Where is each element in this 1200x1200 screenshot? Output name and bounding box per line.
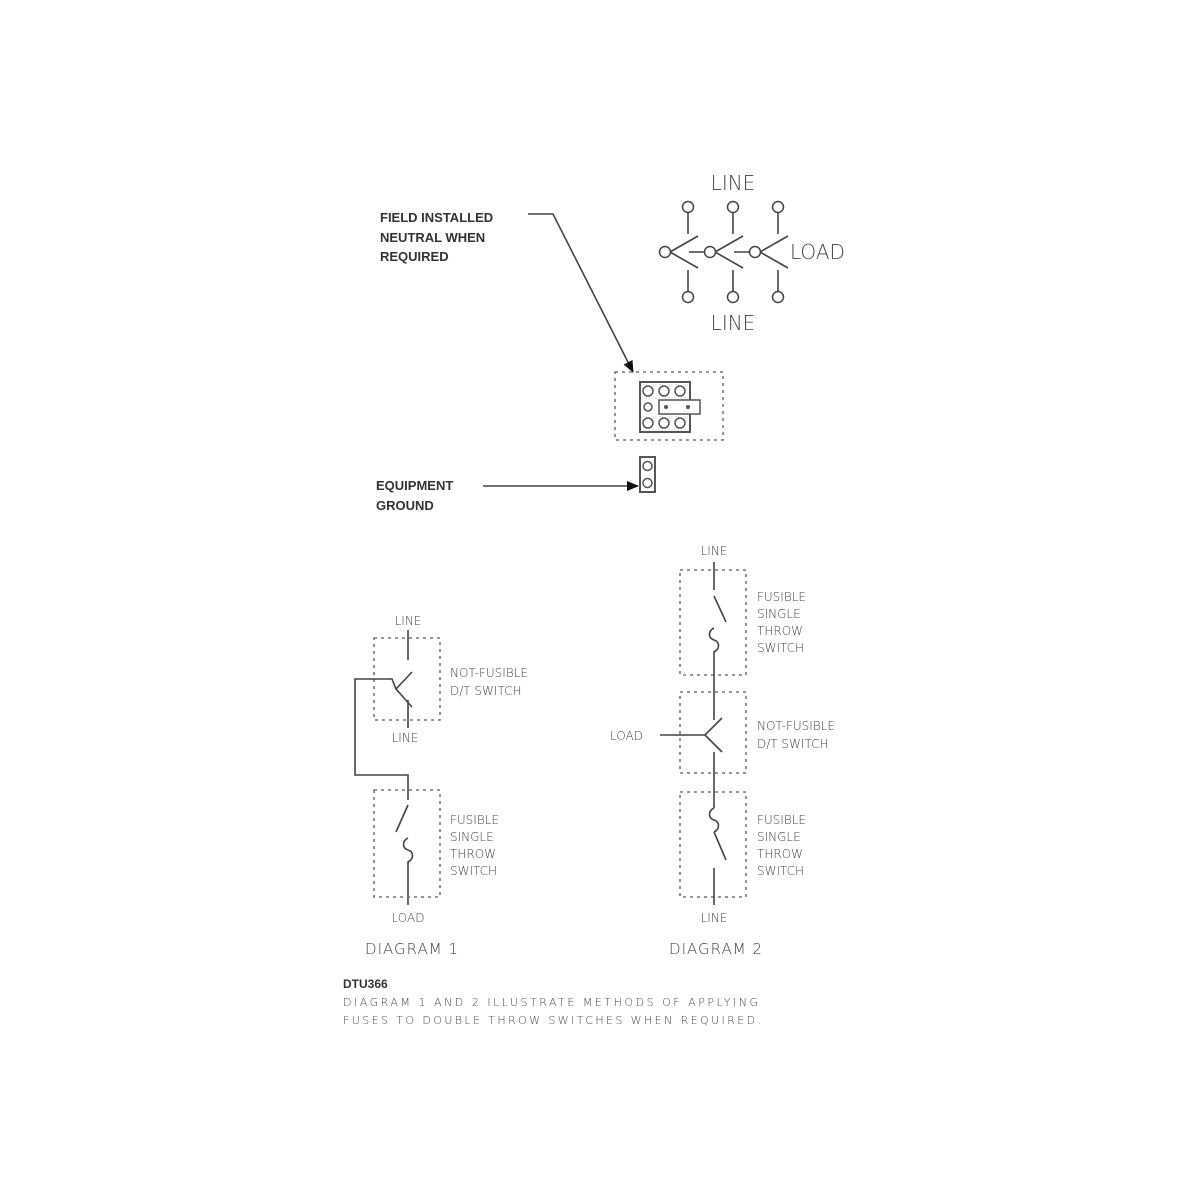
d2-line-bottom: LINE — [701, 911, 728, 925]
d2-fuse-label-bottom: SWITCH — [757, 864, 804, 878]
switch-poles — [658, 200, 789, 304]
three-pole-switch: LINE LINE LOAD — [658, 171, 845, 335]
caption-line: DIAGRAM 1 AND 2 ILLUSTRATE METHODS OF AP… — [343, 996, 758, 1009]
caption: DTU366 DIAGRAM 1 AND 2 ILLUSTRATE METHOD… — [343, 977, 761, 1027]
d2-fuse-label-top: FUSIBLE — [757, 590, 806, 604]
caption-line: FUSES TO DOUBLE THROW SWITCHES WHEN REQU… — [343, 1014, 761, 1027]
d2-fuse-label-bottom: SINGLE — [757, 830, 801, 844]
d2-dt-label: D/T SWITCH — [757, 737, 828, 751]
ground-label-line: GROUND — [376, 498, 434, 513]
neutral-callout: FIELD INSTALLED NEUTRAL WHEN REQUIRED — [380, 210, 634, 373]
neutral-label-line: REQUIRED — [380, 249, 449, 264]
ground-terminal-block — [639, 456, 656, 493]
diagram-2: LINE LOAD FUSIBLE SINGLE THROW SWITCH NO… — [610, 544, 835, 958]
d1-fuse-label: SWITCH — [450, 864, 497, 878]
neutral-terminal-block — [614, 371, 724, 441]
d1-line-mid: LINE — [392, 731, 419, 745]
d1-fuse-label: SINGLE — [450, 830, 494, 844]
d2-line-top: LINE — [701, 544, 728, 558]
d1-dt-label: NOT-FUSIBLE — [450, 666, 528, 680]
d2-fuse-label-bottom: FUSIBLE — [757, 813, 806, 827]
d1-fuse-label: THROW — [450, 847, 496, 861]
ground-callout: EQUIPMENT GROUND — [376, 478, 639, 513]
neutral-arrow — [528, 213, 634, 373]
d2-fuse-label-top: THROW — [757, 624, 803, 638]
neutral-label-line: FIELD INSTALLED — [380, 210, 493, 225]
neutral-label-line: NEUTRAL WHEN — [380, 230, 485, 245]
d2-load: LOAD — [610, 729, 643, 743]
d2-dt-label: NOT-FUSIBLE — [757, 719, 835, 733]
d2-fuse-label-top: SINGLE — [757, 607, 801, 621]
ground-label-line: EQUIPMENT — [376, 478, 453, 493]
d1-load: LOAD — [392, 911, 425, 925]
diagram-1: LINE LINE NOT-FUSIBLE D/T SWITCH FUSIBLE… — [354, 614, 528, 958]
d1-line-top: LINE — [395, 614, 422, 628]
d1-title: DIAGRAM 1 — [365, 940, 459, 958]
d2-fuse-label-bottom: THROW — [757, 847, 803, 861]
d1-dt-label: D/T SWITCH — [450, 684, 521, 698]
bottom-line-label: LINE — [711, 311, 756, 335]
d1-fuse-label: FUSIBLE — [450, 813, 499, 827]
caption-code: DTU366 — [343, 977, 388, 991]
d2-title: DIAGRAM 2 — [669, 940, 763, 958]
d2-fuse-label-top: SWITCH — [757, 641, 804, 655]
top-line-label: LINE — [711, 171, 756, 195]
load-label: LOAD — [790, 240, 845, 264]
